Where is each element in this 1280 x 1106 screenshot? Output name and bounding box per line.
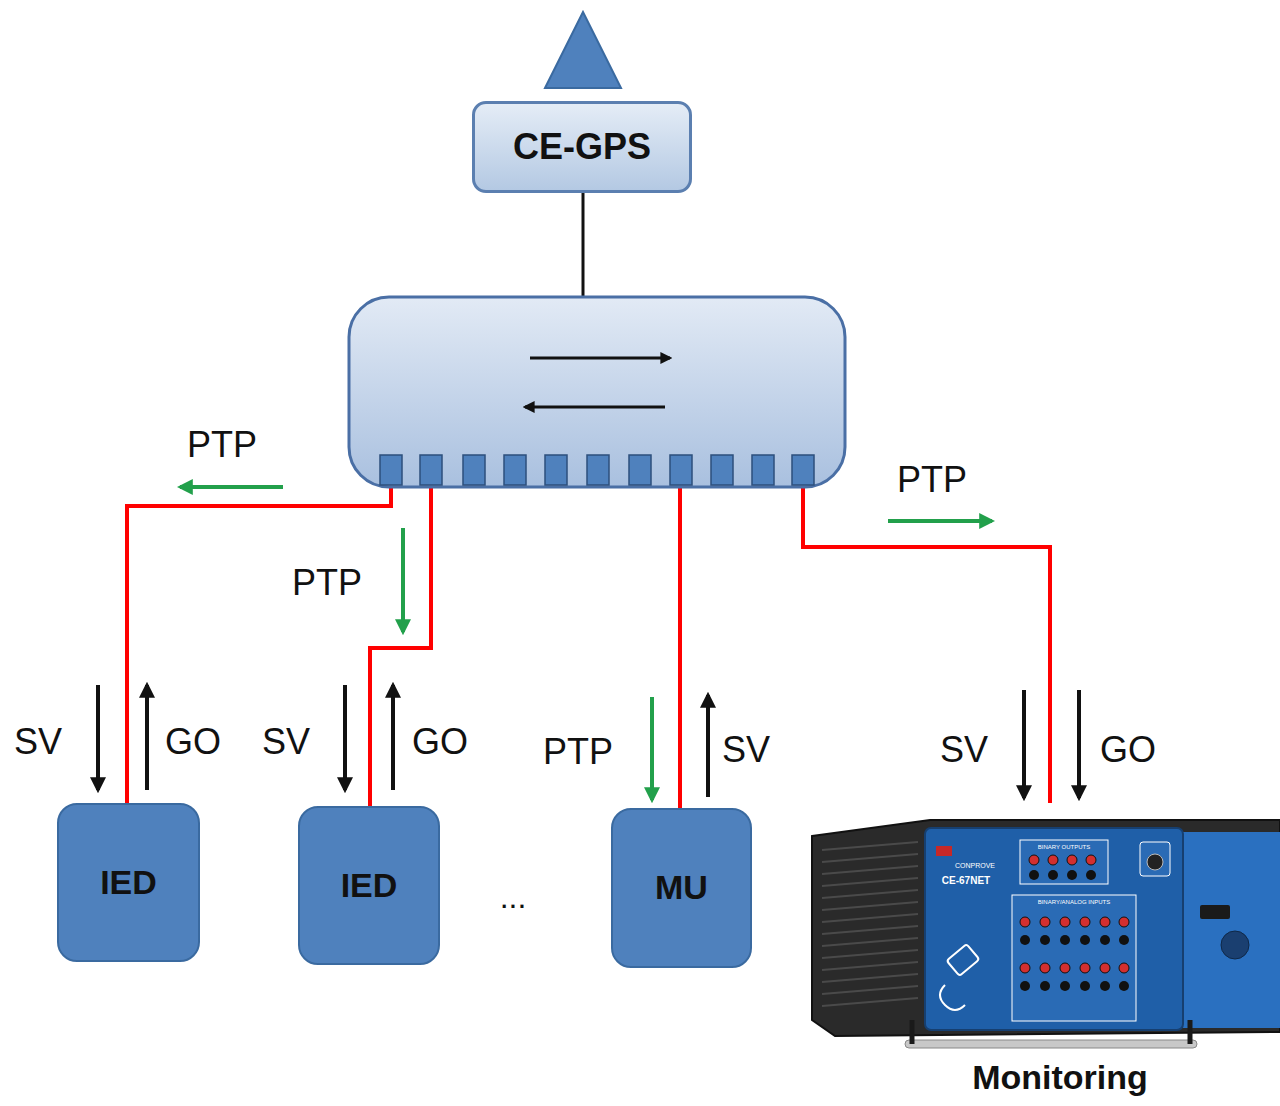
- power-switch: [936, 846, 952, 856]
- output-sockets: [1029, 870, 1096, 880]
- panel-label: CE-67NET: [942, 875, 990, 886]
- test-set-device: [812, 820, 1280, 1048]
- signal-label: PTP: [187, 425, 257, 465]
- merging-unit-box: MU: [611, 808, 752, 968]
- message-arrow: [1077, 690, 1081, 798]
- handle-leg: [910, 1020, 915, 1044]
- switch-port: [670, 455, 692, 485]
- ptp-arrow: [650, 697, 654, 800]
- ext-hard-socket: [1147, 854, 1163, 870]
- signal-label: SV: [262, 722, 310, 762]
- switch-arrow: [530, 357, 670, 360]
- device-side: [1183, 832, 1280, 1028]
- device-handle: [905, 1040, 1197, 1048]
- node-label: IED: [100, 864, 157, 901]
- device-body: [812, 820, 1280, 1036]
- signal-label: GO: [412, 722, 468, 762]
- network-link: [678, 487, 682, 808]
- front-panel: [925, 828, 1183, 1030]
- node-label: IED: [341, 867, 398, 904]
- antenna-symbol: [545, 12, 621, 88]
- ptp-arrow: [888, 519, 992, 523]
- signal-label: PTP: [897, 460, 967, 500]
- message-arrow: [343, 685, 347, 790]
- gps-link: [582, 193, 585, 297]
- handle-leg: [1188, 1020, 1193, 1044]
- ptp-arrow: [180, 485, 283, 489]
- ext-hard-box: [1140, 842, 1170, 876]
- signal-label: GO: [1100, 730, 1156, 770]
- message-arrows: [98, 685, 1079, 798]
- node-label: Monitoring: [972, 1059, 1148, 1096]
- node-label: MU: [655, 869, 708, 906]
- input-sockets: [1020, 935, 1129, 991]
- message-arrow: [391, 685, 395, 790]
- monitoring-device: Monitoring: [900, 1051, 1220, 1105]
- ied-box: IED: [57, 803, 200, 962]
- switch-port: [504, 455, 526, 485]
- panel-label: CONPROVE: [955, 862, 995, 870]
- node-label: CE-GPS: [513, 127, 651, 167]
- network-link: [127, 487, 391, 803]
- signal-label: SV: [14, 722, 62, 762]
- message-arrow: [145, 685, 149, 790]
- switch-ports: [380, 455, 814, 485]
- signal-label: ...: [500, 880, 527, 915]
- switch-port: [752, 455, 774, 485]
- device-vents: [822, 842, 918, 1006]
- input-sockets: [1020, 917, 1129, 973]
- network-switch: [349, 297, 845, 487]
- switch-port: [420, 455, 442, 485]
- ptp-arrow: [401, 528, 405, 632]
- signal-label: SV: [940, 730, 988, 770]
- network-links: [127, 487, 1050, 808]
- ethernet-icon: [940, 944, 979, 1010]
- signal-label: PTP: [292, 563, 362, 603]
- output-sockets: [1029, 855, 1096, 865]
- switch-port: [711, 455, 733, 485]
- switch-arrow: [525, 406, 665, 409]
- inputs-box: [1012, 895, 1136, 1021]
- switch-port: [545, 455, 567, 485]
- switch-port: [587, 455, 609, 485]
- signal-label: PTP: [543, 732, 613, 772]
- panel-label: BINARY OUTPUTS: [1038, 844, 1090, 851]
- network-link: [803, 487, 1050, 803]
- panel-label: BINARY/ANALOG INPUTS: [1038, 899, 1111, 906]
- switch-port: [629, 455, 651, 485]
- switch-port: [463, 455, 485, 485]
- ied-box: IED: [298, 806, 440, 965]
- switch-port: [380, 455, 402, 485]
- signal-label: SV: [722, 730, 770, 770]
- switch-port: [792, 455, 814, 485]
- usb-port: [1200, 905, 1230, 919]
- gps-clock-box: CE-GPS: [472, 101, 692, 193]
- device-knob: [1221, 931, 1249, 959]
- message-arrow: [706, 695, 710, 797]
- message-arrow: [1022, 690, 1026, 798]
- signal-label: GO: [165, 722, 221, 762]
- ptp-arrows: [180, 487, 992, 800]
- outputs-box: [1020, 840, 1108, 884]
- message-arrow: [96, 685, 100, 790]
